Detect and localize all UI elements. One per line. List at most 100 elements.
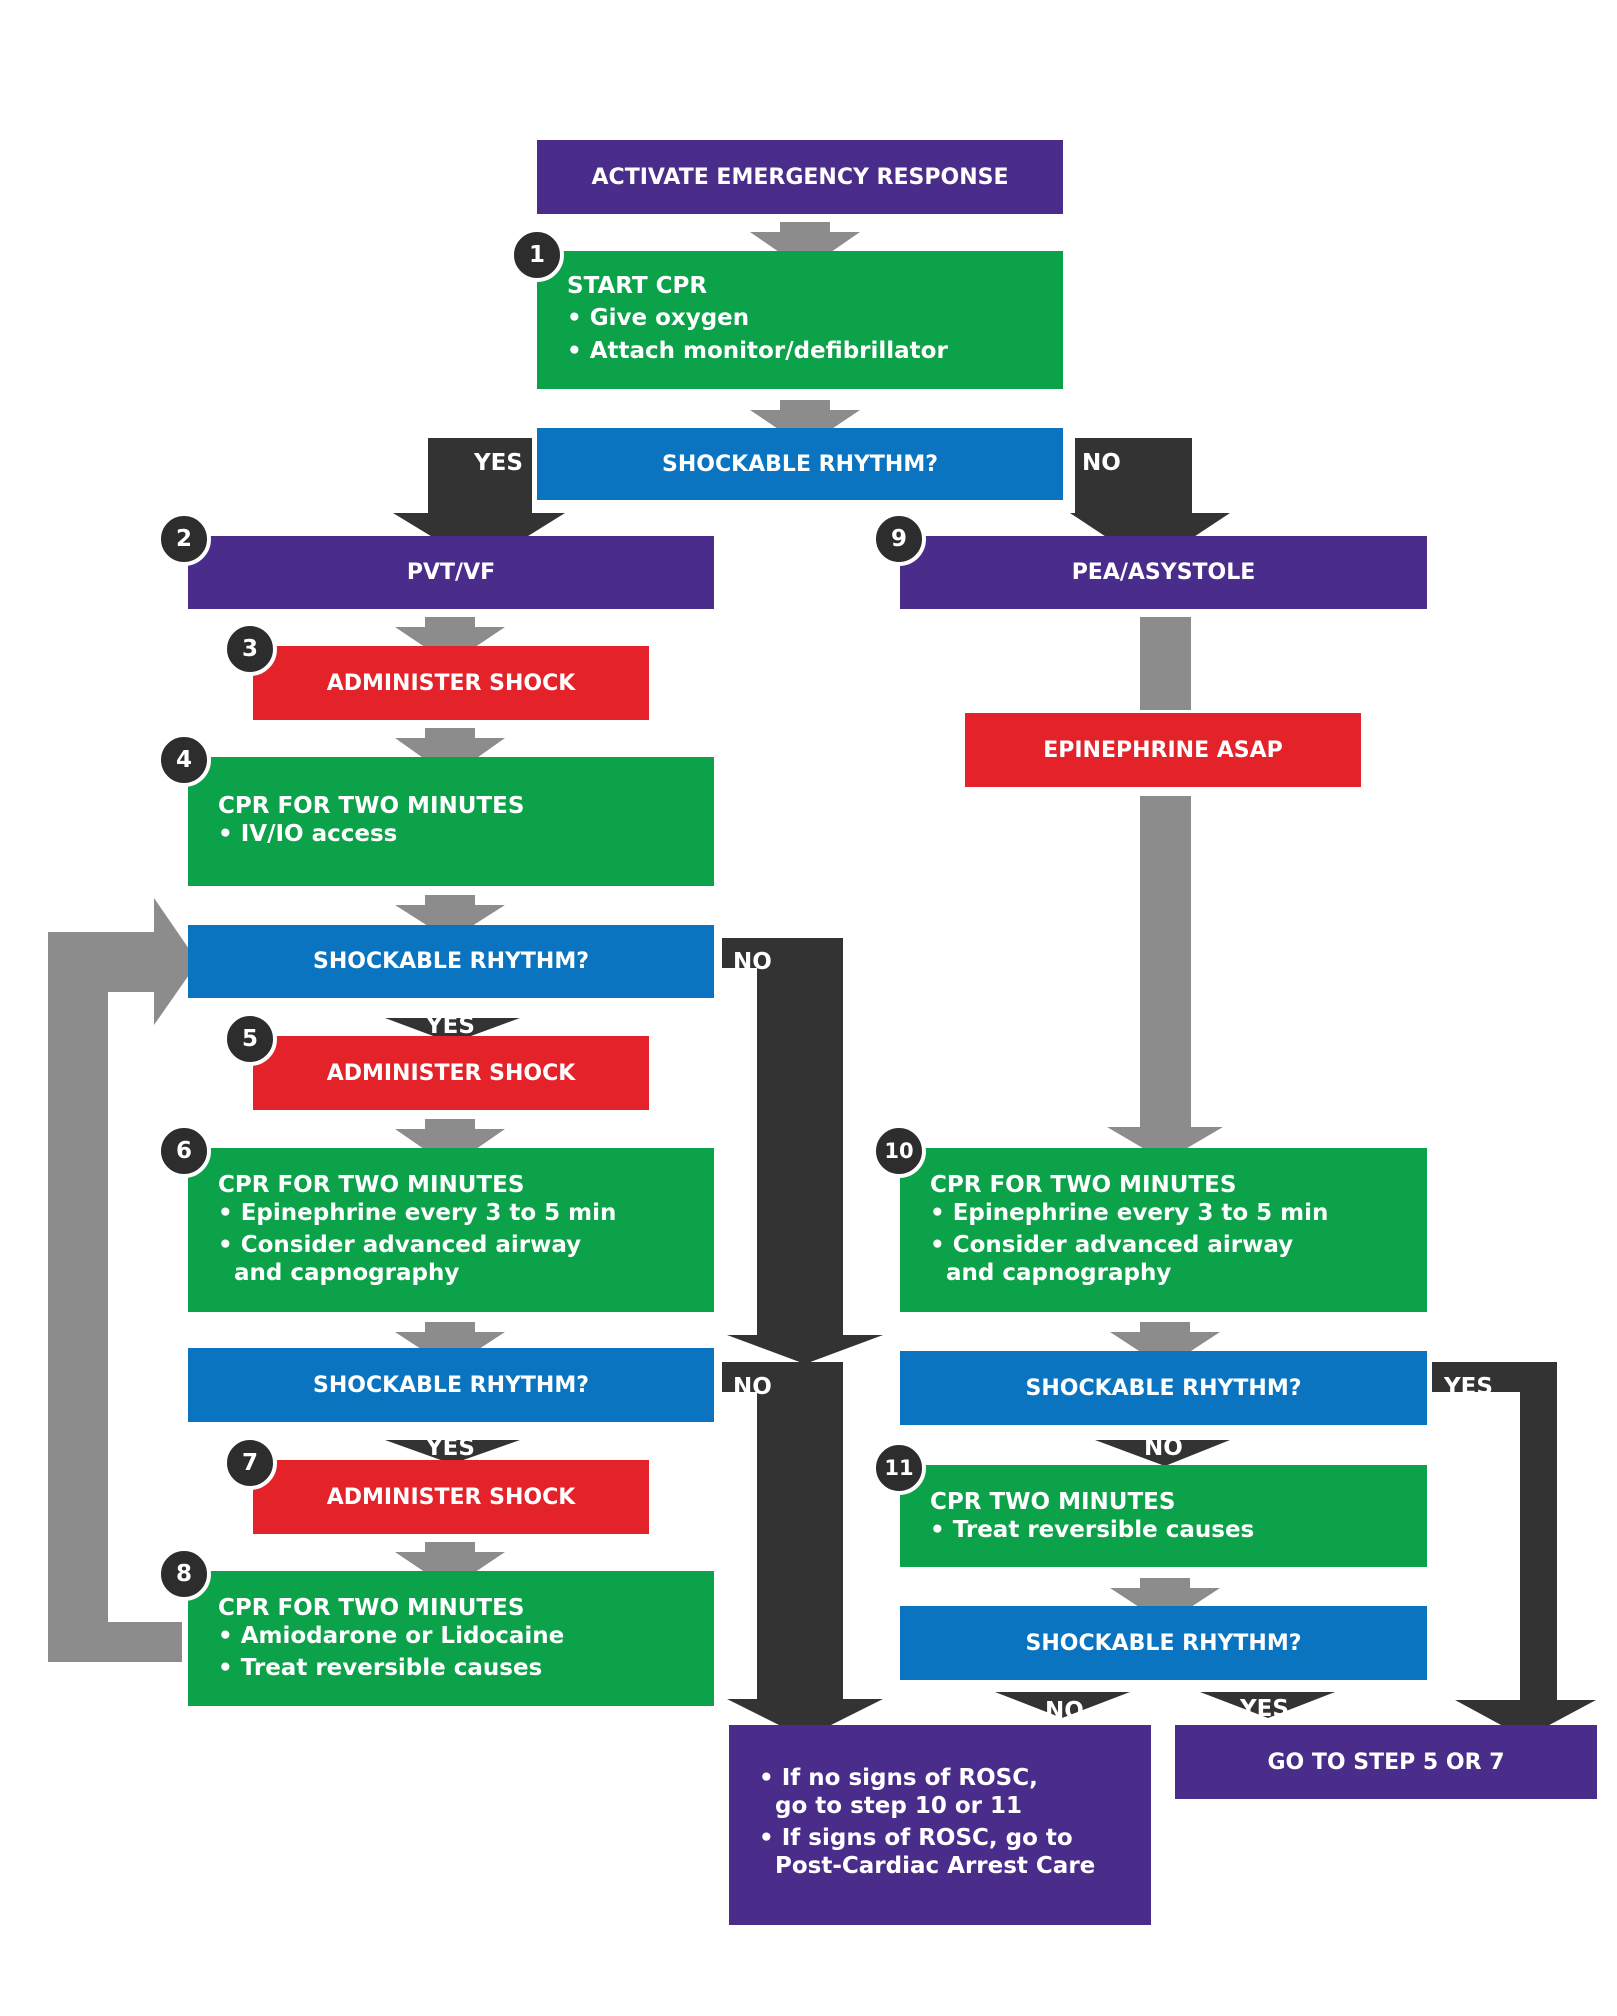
step11-cpr-box: CPR TWO MINUTES • Treat reversible cause…	[900, 1465, 1427, 1567]
step6-cpr-box: CPR FOR TWO MINUTES • Epinephrine every …	[188, 1148, 714, 1312]
step4-cpr-box: CPR FOR TWO MINUTES • IV/IO access	[188, 757, 714, 886]
step9-pea-asystole-box: PEA/ASYSTOLE	[900, 536, 1427, 609]
decision-top-label: SHOCKABLE RHYTHM?	[661, 451, 938, 477]
decision-top-no-label: NO	[1082, 450, 1121, 476]
step8-title: CPR FOR TWO MINUTES	[218, 1595, 525, 1621]
arrow-step11-to-decision-d	[1110, 1578, 1220, 1624]
step2-label: PVT/VF	[406, 560, 496, 585]
step1-title: START CPR	[567, 273, 708, 299]
rosc-box: • If no signs of ROSC, go to step 10 or …	[729, 1725, 1151, 1925]
arrow-no-decision-a-to-rosc	[722, 938, 883, 1364]
activate-emergency-response-box: ACTIVATE EMERGENCY RESPONSE	[537, 140, 1063, 214]
arrow-no-decision-d-to-rosc	[995, 1692, 1130, 1718]
step4-title: CPR FOR TWO MINUTES	[218, 793, 525, 819]
epinephrine-asap-box: EPINEPHRINE ASAP	[965, 713, 1361, 787]
decision-d-yes-label: YES	[1240, 1696, 1289, 1722]
decision-b-yes-label: YES	[426, 1435, 475, 1461]
decision-a-label: SHOCKABLE RHYTHM?	[312, 949, 589, 974]
arrow-yes-decision-c-to-goto	[1432, 1362, 1596, 1738]
step2-number-badge: 2	[157, 512, 211, 566]
decision-c-label: SHOCKABLE RHYTHM?	[1025, 1375, 1302, 1401]
step6-bullet-airway: • Consider advanced airway	[218, 1232, 582, 1258]
step2-pvt-vf-box: PVT/VF	[188, 536, 714, 609]
step5-administer-shock-box: ADMINISTER SHOCK	[253, 1036, 649, 1110]
step11-title: CPR TWO MINUTES	[930, 1489, 1176, 1515]
step6-bullet-epinephrine: • Epinephrine every 3 to 5 min	[218, 1200, 617, 1226]
arrow-step10-to-decision-c	[1110, 1322, 1220, 1368]
decision-a-shockable-rhythm: SHOCKABLE RHYTHM?	[188, 925, 714, 998]
step6-number-badge: 6	[157, 1124, 211, 1178]
arrow-step9-to-epinephrine	[1140, 617, 1191, 710]
step1-bullet-oxygen: • Give oxygen	[567, 305, 750, 331]
decision-top-shockable-rhythm: SHOCKABLE RHYTHM?	[537, 428, 1063, 500]
step7-label: ADMINISTER SHOCK	[326, 1484, 576, 1510]
step1-number-badge: 1	[510, 228, 564, 282]
rosc-line-4: Post-Cardiac Arrest Care	[759, 1853, 1096, 1879]
decision-d-no-label: NO	[1045, 1698, 1084, 1724]
step5-number-badge: 5	[223, 1012, 277, 1066]
decision-b-label: SHOCKABLE RHYTHM?	[312, 1372, 589, 1398]
arrow-yes-decision-b-to-step7	[385, 1440, 520, 1464]
step1-start-cpr-box: START CPR • Give oxygen • Attach monitor…	[537, 251, 1063, 389]
step4-number-badge: 4	[157, 733, 211, 787]
epinephrine-label: EPINEPHRINE ASAP	[1043, 737, 1283, 763]
rosc-line-1: • If no signs of ROSC,	[759, 1765, 1038, 1791]
step7-number-badge: 7	[223, 1436, 277, 1490]
decision-a-no-label: NO	[733, 949, 772, 975]
arrow-no-decision-b-to-rosc	[722, 1362, 883, 1738]
arrow-step4-to-decision-a	[395, 895, 505, 940]
decision-d-label: SHOCKABLE RHYTHM?	[1025, 1630, 1302, 1656]
step4-bullet-iv-io: • IV/IO access	[218, 821, 398, 847]
step10-bullet-airway-cont: and capnography	[930, 1260, 1172, 1286]
arrow-step3-to-step4	[395, 728, 505, 777]
arrow-step5-to-step6	[395, 1119, 505, 1167]
step6-title: CPR FOR TWO MINUTES	[218, 1172, 525, 1198]
step3-administer-shock-box: ADMINISTER SHOCK	[253, 646, 649, 720]
arrow-no-to-step9	[1070, 438, 1230, 566]
arrow-step2-to-step3	[395, 617, 505, 664]
step11-number-badge: 11	[872, 1441, 926, 1495]
step3-label: ADMINISTER SHOCK	[326, 670, 576, 696]
step10-cpr-box: CPR FOR TWO MINUTES • Epinephrine every …	[900, 1148, 1427, 1312]
decision-c-yes-label: YES	[1444, 1374, 1493, 1400]
step3-number-badge: 3	[223, 622, 277, 676]
step8-cpr-box: CPR FOR TWO MINUTES • Amiodarone or Lido…	[188, 1571, 714, 1706]
step11-bullet-reversible: • Treat reversible causes	[930, 1517, 1255, 1543]
step8-bullet-amiodarone: • Amiodarone or Lidocaine	[218, 1623, 565, 1649]
step6-bullet-airway-cont: and capnography	[218, 1260, 460, 1286]
arrow-yes-decision-d-to-goto	[1200, 1692, 1335, 1718]
decision-c-no-label: NO	[1144, 1435, 1183, 1461]
decision-d-shockable-rhythm: SHOCKABLE RHYTHM?	[900, 1606, 1427, 1680]
arrow-start-to-step1	[750, 222, 860, 270]
step1-bullet-monitor: • Attach monitor/defibrillator	[567, 338, 948, 364]
arrow-step7-to-step8	[395, 1542, 505, 1589]
step5-label: ADMINISTER SHOCK	[326, 1060, 576, 1086]
arrow-step1-to-decision	[750, 400, 860, 447]
decision-top-yes-label: YES	[474, 450, 523, 476]
step10-number-badge: 10	[872, 1124, 926, 1178]
arrow-no-decision-c-to-step11	[1095, 1440, 1230, 1466]
decision-c-shockable-rhythm: SHOCKABLE RHYTHM?	[900, 1351, 1427, 1425]
arrow-epinephrine-to-step10	[1107, 796, 1223, 1161]
arrow-yes-decision-a-to-step5	[385, 1018, 520, 1043]
step8-bullet-reversible: • Treat reversible causes	[218, 1655, 543, 1681]
goto-step-5-or-7-box: GO TO STEP 5 OR 7	[1175, 1725, 1597, 1799]
activate-emergency-response-label: ACTIVATE EMERGENCY RESPONSE	[591, 164, 1009, 190]
step9-number-badge: 9	[872, 512, 926, 566]
step8-number-badge: 8	[157, 1547, 211, 1601]
decision-b-shockable-rhythm: SHOCKABLE RHYTHM?	[188, 1348, 714, 1422]
step9-label: PEA/ASYSTOLE	[1071, 560, 1256, 585]
rosc-line-3: • If signs of ROSC, go to	[759, 1825, 1073, 1851]
goto-label: GO TO STEP 5 OR 7	[1267, 1749, 1505, 1775]
rosc-line-2: go to step 10 or 11	[759, 1793, 1023, 1819]
step7-administer-shock-box: ADMINISTER SHOCK	[253, 1460, 649, 1534]
arrow-yes-to-step2	[393, 438, 565, 566]
step10-bullet-epinephrine: • Epinephrine every 3 to 5 min	[930, 1200, 1329, 1226]
decision-b-no-label: NO	[733, 1374, 772, 1400]
decision-a-yes-label: YES	[426, 1013, 475, 1039]
loop-back-arrow	[48, 898, 198, 1662]
step10-bullet-airway: • Consider advanced airway	[930, 1232, 1294, 1258]
arrow-step6-to-decision-b	[395, 1322, 505, 1368]
